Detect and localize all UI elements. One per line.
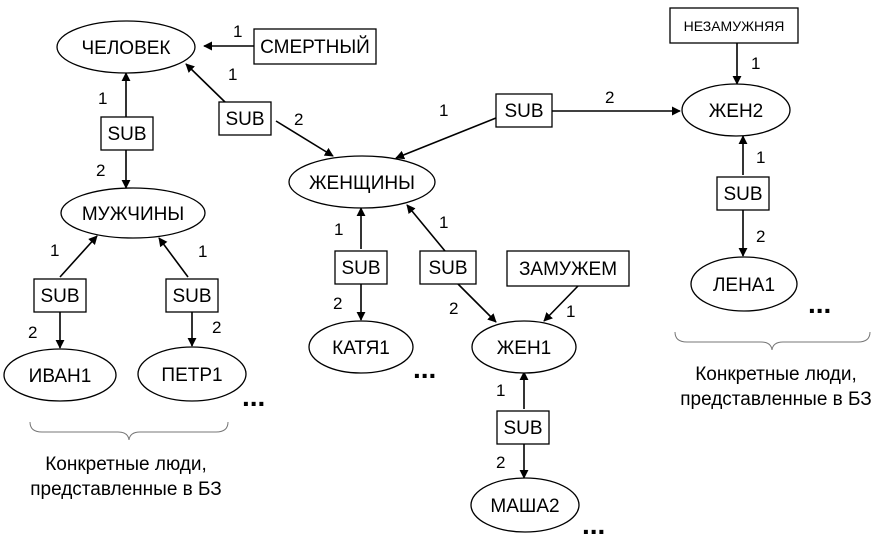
sub-box: SUB <box>495 93 553 128</box>
node-nezamuzhnyaya-label: НЕЗАМУЖНЯЯ <box>684 18 785 34</box>
node-chelovek: ЧЕЛОВЕК <box>56 20 196 74</box>
sub-label: SUB <box>172 286 211 307</box>
sub-label: SUB <box>504 101 543 122</box>
right-brace <box>674 331 871 351</box>
caption-left-line2: представленные в БЗ <box>30 479 222 500</box>
node-zamuzhem-label: ЗАМУЖЕМ <box>519 259 617 280</box>
node-petr1-label: ПЕТР1 <box>161 365 222 386</box>
node-zhen2-label: ЖЕН2 <box>709 101 764 122</box>
node-lena1-label: ЛЕНА1 <box>713 275 775 296</box>
edge-number: 1 <box>751 54 760 73</box>
edge-zamuzhem-zhen1 <box>543 285 579 322</box>
edge-number: 2 <box>333 294 342 313</box>
sub-label: SUB <box>107 124 146 145</box>
node-zamuzhem: ЗАМУЖЕМ <box>506 250 630 287</box>
edge-number: 1 <box>439 101 448 120</box>
node-zhen2: ЖЕН2 <box>681 83 791 137</box>
edge-number: 1 <box>756 148 765 167</box>
sub-box: SUB <box>334 250 388 285</box>
edge-number: 2 <box>28 323 37 342</box>
edge-number: 2 <box>496 453 505 472</box>
node-muzhchiny: МУЖЧИНЫ <box>60 187 206 239</box>
node-zhen1: ЖЕН1 <box>471 320 577 374</box>
caption-left-line1: Конкретные люди, <box>45 454 207 475</box>
node-zhenshchiny: ЖЕНЩИНЫ <box>288 155 436 209</box>
node-ivan1: ИВАН1 <box>3 348 117 402</box>
edge-sub4-chelovek <box>185 63 227 104</box>
edge-number: 1 <box>228 65 237 84</box>
node-masha2-label: МАША2 <box>490 496 559 517</box>
sub-label: SUB <box>225 109 264 130</box>
edge-number: 1 <box>439 213 448 232</box>
node-muzhchiny-label: МУЖЧИНЫ <box>82 204 184 225</box>
sub-box: SUB <box>100 116 154 151</box>
edge-number: 1 <box>233 22 242 41</box>
node-smertny-label: СМЕРТНЫЙ <box>260 36 370 58</box>
edge-sub5-zhenshchiny <box>395 117 497 160</box>
node-katya1-label: КАТЯ1 <box>332 338 390 359</box>
node-masha2: МАША2 <box>470 477 580 533</box>
node-katya1: КАТЯ1 <box>308 320 414 374</box>
edge-number: 1 <box>50 241 59 260</box>
node-zhenshchiny-label: ЖЕНЩИНЫ <box>309 173 415 194</box>
node-lena1: ЛЕНА1 <box>690 256 798 312</box>
sub-box: SUB <box>218 101 272 136</box>
edge-sub3-muzhchiny <box>158 237 189 278</box>
edge-number: 1 <box>496 381 505 400</box>
sub-box: SUB <box>33 278 87 313</box>
edge-number: 2 <box>605 88 614 107</box>
sub-box: SUB <box>419 250 477 285</box>
edge-number: 2 <box>756 227 765 246</box>
edge-number: 2 <box>96 161 105 180</box>
node-petr1: ПЕТР1 <box>137 346 247 402</box>
edge-number: 1 <box>98 89 107 108</box>
caption-right-line2: представленные в БЗ <box>680 389 872 410</box>
continuation-dots: ... <box>582 509 605 539</box>
sub-box: SUB <box>716 176 770 211</box>
node-ivan1-label: ИВАН1 <box>29 366 92 387</box>
sub-label: SUB <box>428 258 467 279</box>
left-brace <box>29 421 229 441</box>
edge-sub7-zhen1 <box>457 283 497 323</box>
edge-number: 2 <box>294 110 303 129</box>
edge-number: 1 <box>334 220 343 239</box>
sub-label: SUB <box>341 258 380 279</box>
edge-sub4-zhenshchiny <box>275 120 334 157</box>
sub-box: SUB <box>165 278 219 313</box>
node-smertny: СМЕРТНЫЙ <box>253 28 377 65</box>
edge-sub2-muzhchiny <box>59 235 98 278</box>
edge-number: 1 <box>198 242 207 261</box>
continuation-dots: ... <box>242 381 265 412</box>
sub-label: SUB <box>503 418 542 439</box>
node-nezamuzhnyaya: НЕЗАМУЖНЯЯ <box>669 7 799 44</box>
node-zhen1-label: ЖЕН1 <box>497 338 552 359</box>
sub-box: SUB <box>496 410 550 445</box>
edge-number: 2 <box>449 299 458 318</box>
continuation-dots: ... <box>413 353 436 384</box>
caption-right-line1: Конкретные люди, <box>695 364 857 385</box>
edge-number: 2 <box>212 318 221 337</box>
edge-number: 1 <box>566 302 575 321</box>
edge-sub7-zhenshchiny <box>406 204 446 252</box>
sub-label: SUB <box>40 286 79 307</box>
sub-label: SUB <box>723 184 762 205</box>
continuation-dots: ... <box>808 288 831 319</box>
node-chelovek-label: ЧЕЛОВЕК <box>82 38 171 59</box>
